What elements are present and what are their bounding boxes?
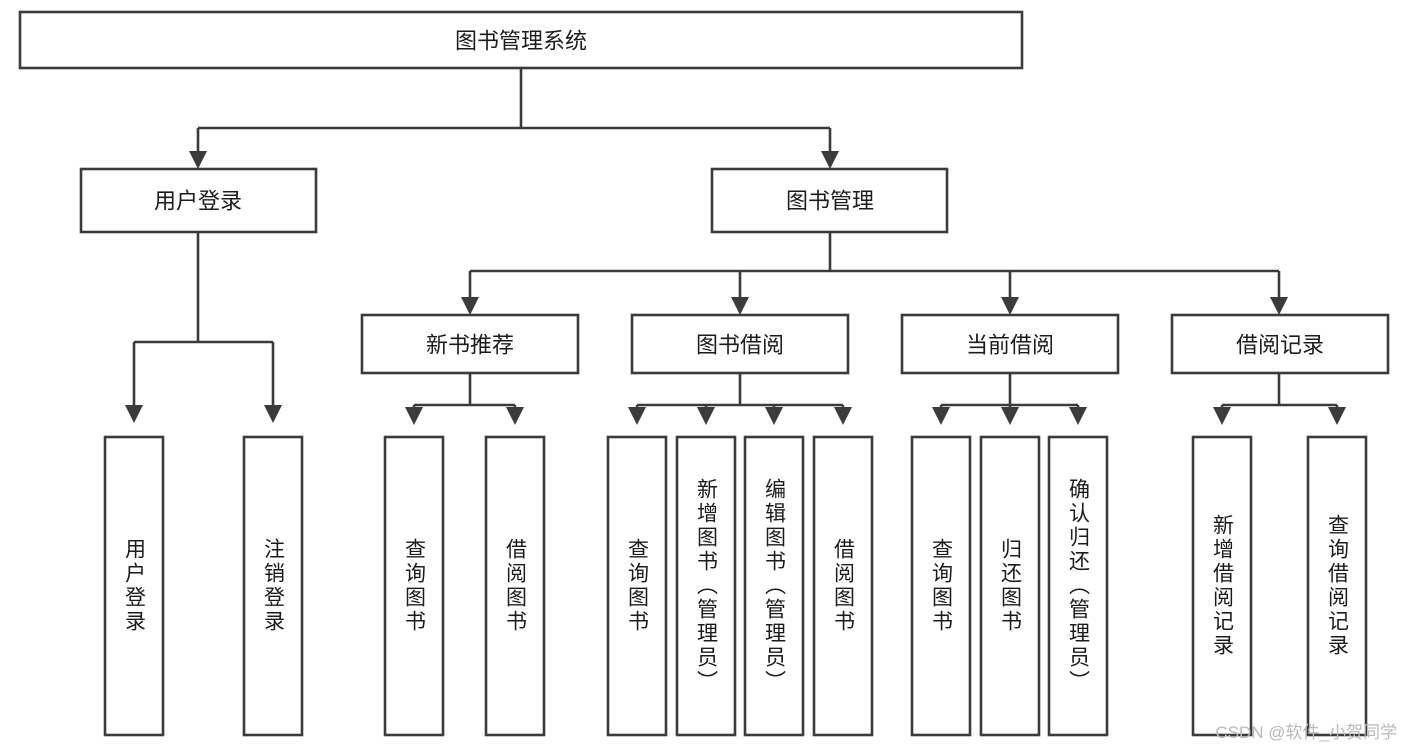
node-leaf-confirm-return-label: 确认归还（管理员） xyxy=(1067,478,1091,694)
node-borrow-record-label: 借阅记录 xyxy=(1236,333,1324,358)
node-leaf-query-book-b[interactable]: 查询图书 xyxy=(606,435,668,737)
arrow-icon xyxy=(1270,297,1288,315)
node-leaf-edit-book-label: 编辑图书（管理员） xyxy=(763,478,787,694)
edge-bookmanage-to-level3 xyxy=(461,232,1288,315)
node-new-book-recommend-label: 新书推荐 xyxy=(426,333,514,358)
node-leaf-edit-book[interactable]: 编辑图书（管理员） xyxy=(743,435,805,737)
node-root-label: 图书管理系统 xyxy=(455,29,587,54)
arrow-icon xyxy=(1069,407,1087,425)
node-leaf-user-login[interactable]: 用户登录 xyxy=(103,435,165,737)
edge-root-to-level2 xyxy=(189,68,839,169)
node-leaf-query-book-a[interactable]: 查询图书 xyxy=(383,435,445,737)
node-user-login[interactable]: 用户登录 xyxy=(79,167,318,234)
node-leaf-return-book-label: 归还图书 xyxy=(999,538,1023,634)
arrow-icon xyxy=(1001,407,1019,425)
arrow-icon xyxy=(189,151,207,169)
node-leaf-add-record[interactable]: 新增借阅记录 xyxy=(1191,435,1253,737)
node-leaf-borrow-book-b[interactable]: 借阅图书 xyxy=(812,435,874,737)
node-leaf-logout[interactable]: 注销登录 xyxy=(242,435,304,737)
arrow-icon xyxy=(506,407,524,425)
node-book-manage[interactable]: 图书管理 xyxy=(710,167,949,234)
node-leaf-confirm-return[interactable]: 确认归还（管理员） xyxy=(1047,435,1109,737)
node-user-login-label: 用户登录 xyxy=(154,189,242,214)
node-leaf-borrow-book-a[interactable]: 借阅图书 xyxy=(484,435,546,737)
arrow-icon xyxy=(697,407,715,425)
node-leaf-borrow-book-b-label: 借阅图书 xyxy=(832,538,856,634)
node-current-borrow[interactable]: 当前借阅 xyxy=(900,313,1120,375)
node-leaf-query-book-c[interactable]: 查询图书 xyxy=(910,435,972,737)
arrow-icon xyxy=(932,407,950,425)
node-leaf-query-book-b-label: 查询图书 xyxy=(626,538,650,634)
node-leaf-add-book[interactable]: 新增图书（管理员） xyxy=(675,435,737,737)
node-root[interactable]: 图书管理系统 xyxy=(18,10,1024,70)
node-leaf-logout-label: 注销登录 xyxy=(262,538,286,634)
node-leaf-user-login-label: 用户登录 xyxy=(123,538,147,634)
node-book-manage-label: 图书管理 xyxy=(786,189,874,214)
arrow-icon xyxy=(1328,407,1346,425)
arrow-icon xyxy=(834,407,852,425)
edge-currentborrow-to-leaves xyxy=(932,373,1087,425)
arrow-icon xyxy=(405,407,423,425)
node-leaf-borrow-book-a-label: 借阅图书 xyxy=(504,538,528,634)
watermark: CSDN @软件_小贺同学 xyxy=(1215,723,1397,742)
node-leaf-query-record-label: 查询借阅记录 xyxy=(1326,514,1350,658)
arrow-icon xyxy=(1001,297,1019,315)
arrow-icon xyxy=(765,407,783,425)
edge-borrowrecord-to-leaves xyxy=(1213,373,1346,425)
node-leaf-query-book-c-label: 查询图书 xyxy=(930,538,954,634)
node-current-borrow-label: 当前借阅 xyxy=(966,333,1054,358)
node-borrow-record[interactable]: 借阅记录 xyxy=(1170,313,1390,375)
node-new-book-recommend[interactable]: 新书推荐 xyxy=(360,313,580,375)
node-leaf-return-book[interactable]: 归还图书 xyxy=(979,435,1041,737)
arrow-icon xyxy=(461,297,479,315)
node-leaf-add-record-label: 新增借阅记录 xyxy=(1211,514,1235,658)
node-leaf-query-book-a-label: 查询图书 xyxy=(403,538,427,634)
edge-bookborrow-to-leaves xyxy=(628,373,852,425)
arrow-icon xyxy=(821,151,839,169)
node-leaf-query-record[interactable]: 查询借阅记录 xyxy=(1306,435,1368,737)
edge-newbook-to-leaves xyxy=(405,373,524,425)
arrow-icon xyxy=(264,405,282,423)
node-book-borrow-label: 图书借阅 xyxy=(696,333,784,358)
arrow-icon xyxy=(125,405,143,423)
arrow-icon xyxy=(1213,407,1231,425)
node-book-borrow[interactable]: 图书借阅 xyxy=(630,313,850,375)
edge-userlogin-to-leaves xyxy=(125,232,282,423)
arrow-icon xyxy=(731,297,749,315)
node-leaf-add-book-label: 新增图书（管理员） xyxy=(695,478,719,694)
arrow-icon xyxy=(628,407,646,425)
